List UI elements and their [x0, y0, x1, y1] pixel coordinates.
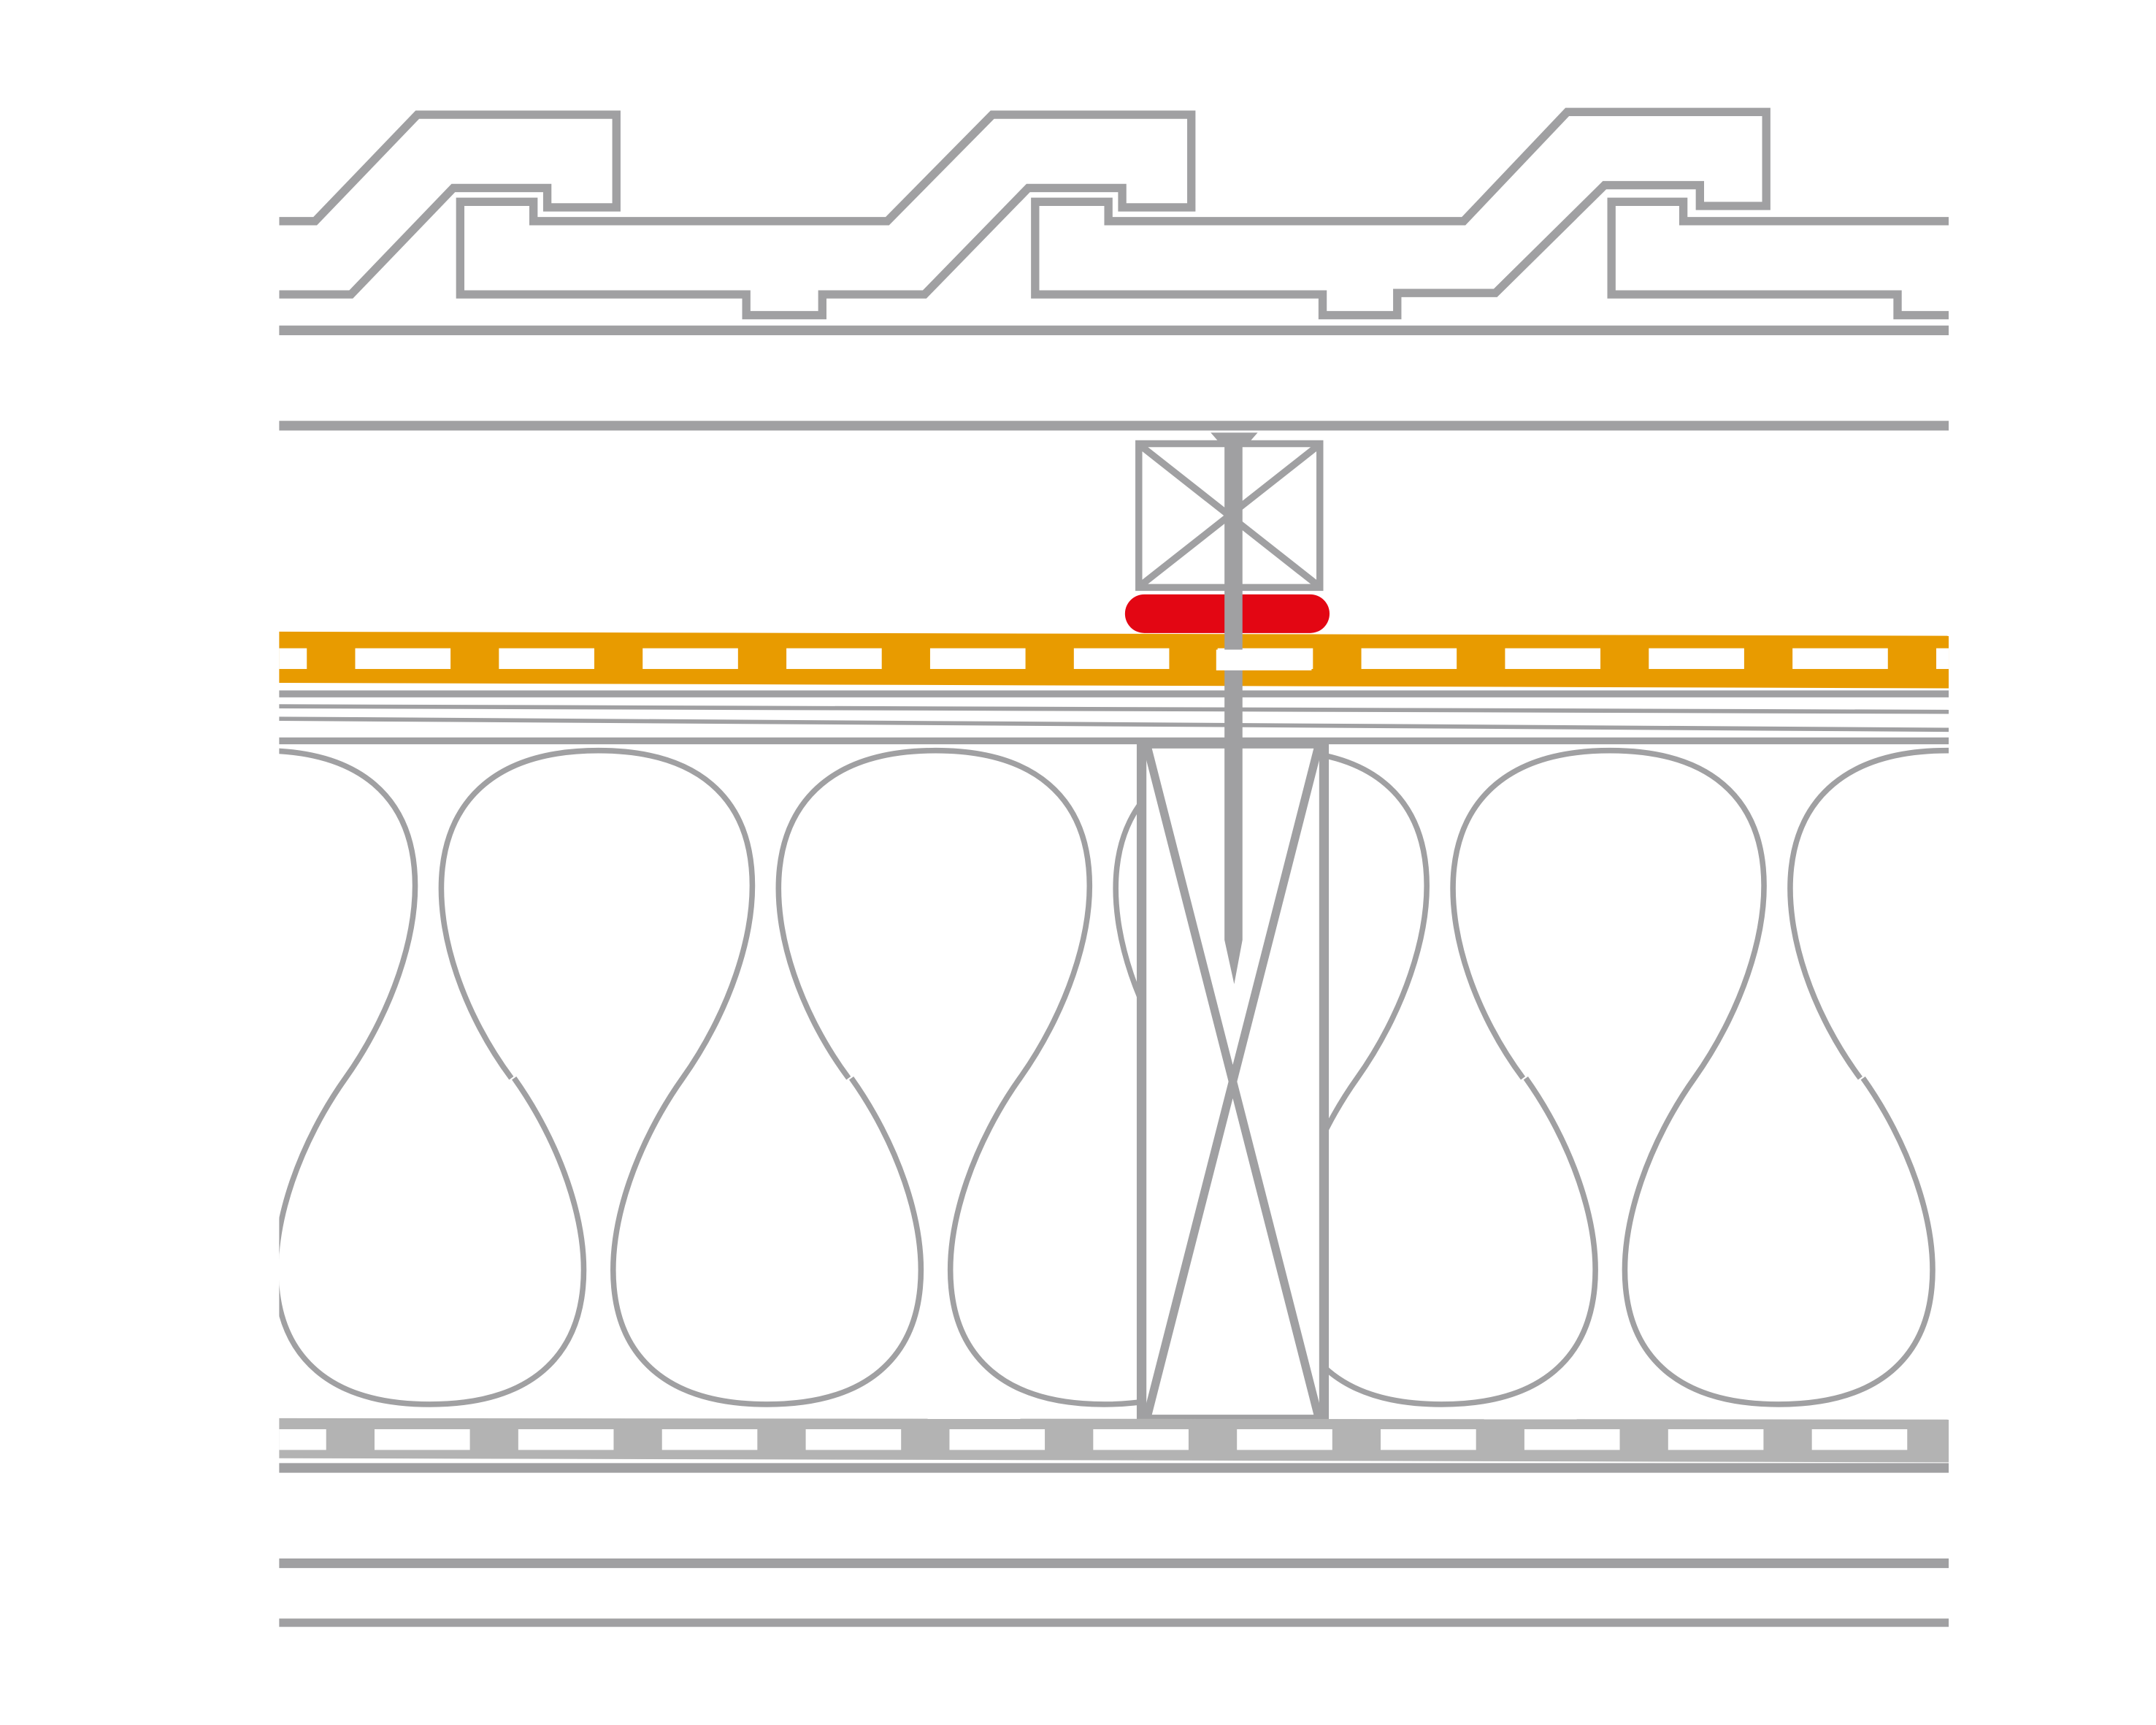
roof-tile	[279, 110, 621, 299]
dash	[929, 648, 1026, 670]
dash	[805, 1428, 902, 1450]
roof-tile	[1607, 197, 1949, 320]
dash	[279, 648, 307, 670]
dash	[642, 648, 738, 670]
dash	[499, 648, 594, 670]
dash	[786, 648, 882, 670]
roof-tile	[456, 110, 1196, 320]
dash	[1381, 1428, 1476, 1450]
insulation-loops	[279, 747, 1949, 1407]
dash	[279, 1428, 326, 1450]
dash	[1668, 1428, 1764, 1450]
dash	[1505, 648, 1601, 670]
layer-line	[279, 704, 1949, 714]
dash	[355, 648, 451, 670]
dash	[661, 1428, 758, 1450]
dash	[1936, 648, 1949, 670]
dash	[1361, 648, 1457, 670]
dash	[1073, 648, 1170, 670]
layer-line	[279, 716, 1949, 733]
dash	[1524, 1428, 1620, 1450]
vapour-layer-dashes	[279, 1428, 1908, 1450]
nail	[1211, 432, 1258, 984]
roof-tiles	[279, 107, 1949, 320]
dash	[1811, 1428, 1908, 1450]
dash	[1649, 648, 1744, 670]
dash	[1792, 648, 1888, 670]
dash	[1093, 1428, 1189, 1450]
membrane-dashes	[279, 648, 1949, 670]
roof-tile	[1031, 107, 1771, 320]
dash	[1237, 1428, 1332, 1450]
membrane-dash-over-nail	[1216, 649, 1312, 670]
dash	[949, 1428, 1046, 1450]
dash	[374, 1428, 470, 1450]
dash	[518, 1428, 614, 1450]
